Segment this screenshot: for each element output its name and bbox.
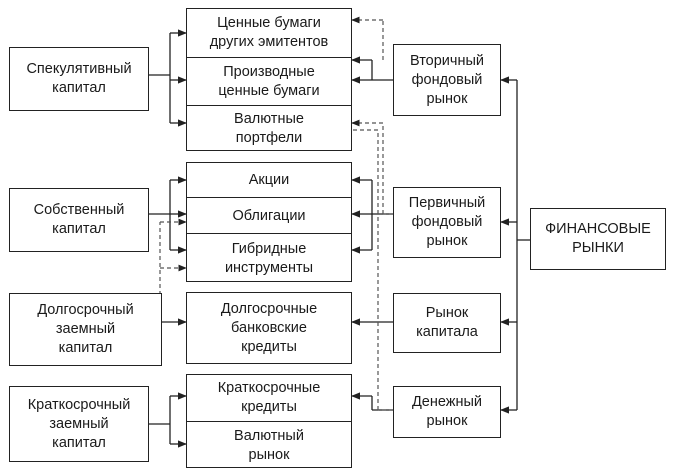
money-instruments-group: Краткосрочные кредиты Валютный рынок	[186, 374, 352, 468]
currency-portfolios-label: Валютные портфели	[234, 111, 304, 146]
long-bank-credits-box: Долгосрочные банковские кредиты	[186, 292, 352, 364]
derivatives-label: Производные ценные бумаги	[218, 64, 320, 99]
short-term-capital-box: Краткосрочный заемный капитал	[9, 386, 149, 462]
currency-portfolios-cell: Валютные портфели	[187, 105, 351, 152]
bonds-cell: Облигации	[187, 197, 351, 234]
secondary-market-label: Вторичный фондовый рынок	[410, 52, 484, 107]
bonds-label: Облигации	[232, 207, 306, 224]
hybrid-label: Гибридные инструменты	[224, 240, 314, 276]
speculative-capital-label: Спекулятивный капитал	[26, 61, 132, 96]
own-capital-label: Собственный капитал	[33, 202, 125, 237]
shares-cell: Акции	[187, 163, 351, 197]
short-term-capital-label: Краткосрочный заемный капитал	[27, 396, 131, 451]
long-term-capital-label: Долгосрочный заемный капитал	[37, 302, 134, 356]
primary-market-box: Первичный фондовый рынок	[393, 187, 501, 258]
currency-market-label: Валютный рынок	[234, 427, 304, 463]
financial-markets-label: ФИНАНСОВЫЕ РЫНКИ	[545, 221, 651, 256]
capital-market-box: Рынок капитала	[393, 293, 501, 353]
hybrid-cell: Гибридные инструменты	[187, 233, 351, 283]
speculative-capital-box: Спекулятивный капитал	[9, 47, 149, 111]
money-market-label: Денежный рынок	[411, 394, 483, 429]
short-credits-cell: Краткосрочные кредиты	[187, 375, 351, 421]
other-issuers-label: Ценные бумаги других эмитентов	[209, 15, 329, 50]
currency-market-cell: Валютный рынок	[187, 421, 351, 469]
own-capital-box: Собственный капитал	[9, 188, 149, 252]
shares-label: Акции	[248, 171, 290, 188]
derivatives-cell: Производные ценные бумаги	[187, 57, 351, 106]
financial-markets-box: ФИНАНСОВЫЕ РЫНКИ	[530, 208, 666, 270]
capital-market-label: Рынок капитала	[416, 305, 478, 340]
long-bank-credits-label: Долгосрочные банковские кредиты	[220, 300, 318, 355]
securities-group-1: Ценные бумаги других эмитентов Производн…	[186, 8, 352, 151]
short-credits-label: Краткосрочные кредиты	[217, 380, 321, 415]
money-market-box: Денежный рынок	[393, 386, 501, 438]
securities-group-2: Акции Облигации Гибридные инструменты	[186, 162, 352, 282]
primary-market-label: Первичный фондовый рынок	[408, 195, 486, 249]
secondary-market-box: Вторичный фондовый рынок	[393, 44, 501, 116]
long-term-capital-box: Долгосрочный заемный капитал	[9, 293, 162, 366]
other-issuers-cell: Ценные бумаги других эмитентов	[187, 9, 351, 57]
